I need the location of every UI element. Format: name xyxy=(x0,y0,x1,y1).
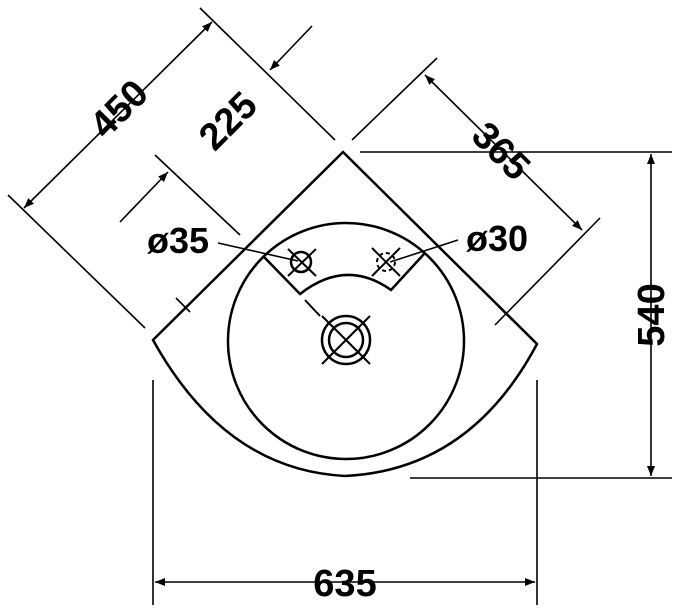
tap-hole-icon xyxy=(287,248,317,277)
drain-icon xyxy=(304,299,372,366)
bowl-circle xyxy=(226,221,466,461)
tap-ledge xyxy=(263,253,425,296)
dim-540: 540 xyxy=(631,283,673,346)
dim-635: 635 xyxy=(313,563,376,605)
overflow-hole-label: ø30 xyxy=(466,218,528,259)
dim-450: 450 xyxy=(82,72,157,147)
dim-225: 225 xyxy=(191,84,266,159)
dim-line-365 xyxy=(424,74,583,231)
dim-365: 365 xyxy=(463,114,538,189)
dim-line-225-b xyxy=(269,25,313,71)
dim-line-225-a xyxy=(119,171,169,223)
basin-outline xyxy=(151,150,539,478)
dim-line-450 xyxy=(23,21,213,209)
tap-hole-label: ø35 xyxy=(147,220,209,261)
overflow-hole-icon xyxy=(371,247,401,277)
